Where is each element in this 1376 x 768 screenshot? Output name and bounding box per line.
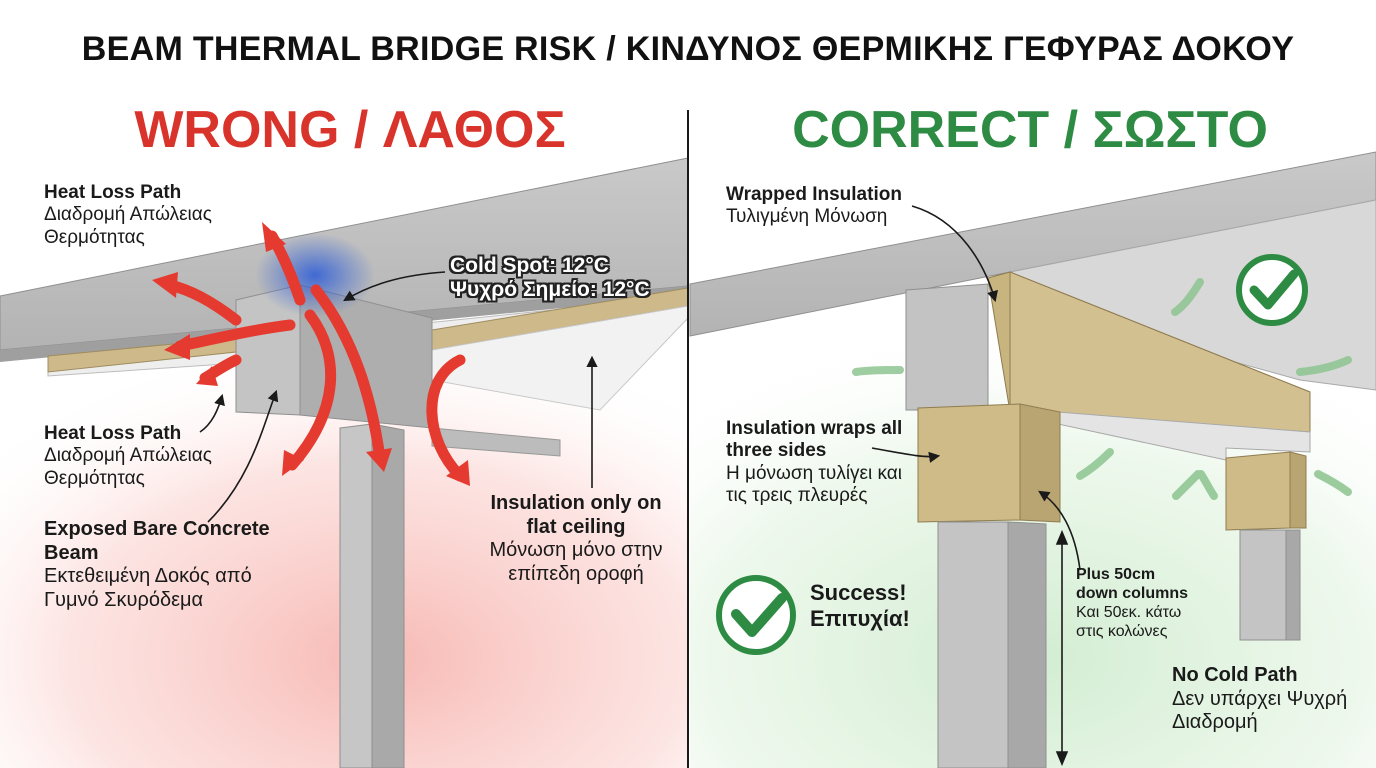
no-cold-path-el: Δεν υπάρχει Ψυχρή Διαδρομή	[1172, 687, 1348, 734]
heat-loss-top-en: Heat Loss Path	[44, 182, 182, 203]
three-sides-label: Insulation wraps all three sides Η μόνωσ…	[726, 418, 916, 508]
columns-label: Plus 50cm down columns Και 50εκ. κάτω στ…	[1076, 566, 1196, 642]
far-column	[1239, 529, 1287, 641]
cold-spot-label: Cold Spot: 12°C Ψυχρό Σημείο: 12°C	[450, 254, 665, 302]
column	[937, 521, 1009, 768]
column-side	[1007, 521, 1047, 768]
upper-column	[905, 283, 989, 411]
heat-loss-bottom-en: Heat Loss Path	[44, 423, 182, 444]
no-cold-path-en: No Cold Path	[1172, 664, 1298, 686]
heat-loss-top-label: Heat Loss Path Διαδρομή Απώλειας Θερμότη…	[44, 182, 264, 249]
far-column-side	[1285, 529, 1301, 641]
wrapped-insulation-en: Wrapped Insulation	[726, 184, 902, 205]
correct-panel	[689, 151, 1376, 768]
column-side	[371, 423, 405, 768]
check-circle-icon	[1236, 254, 1308, 326]
page-title: BEAM THERMAL BRIDGE RISK / ΚΙΝΔΥΝΟΣ ΘΕΡΜ…	[81, 30, 1295, 68]
cold-spot-el: Ψυχρό Σημείο: 12°C	[450, 278, 650, 302]
wrapped-insulation-el: Τυλιγμένη Μόνωση	[726, 206, 888, 228]
column	[339, 423, 373, 768]
success-en: Success!	[810, 580, 907, 605]
success-check-icon	[716, 575, 796, 655]
flat-ceiling-label: Insulation only on flat ceiling Μόνωση μ…	[480, 492, 672, 586]
exposed-beam-label: Exposed Bare Concrete Beam Εκτεθειμένη Δ…	[44, 518, 294, 612]
flat-ceiling-en: Insulation only on flat ceiling	[490, 492, 662, 538]
columns-en: Plus 50cm down columns	[1076, 566, 1188, 602]
exposed-beam-el: Εκτεθειμένη Δοκός από Γυμνό Σκυρόδεμα	[44, 565, 252, 611]
leader-lines	[871, 205, 1081, 571]
success-label: Success! Επιτυχία!	[810, 580, 930, 632]
far-insulation-side	[1289, 451, 1307, 529]
wrong-panel	[0, 157, 689, 768]
exposed-beam-en: Exposed Bare Concrete Beam	[44, 518, 270, 564]
warm-arrows	[852, 278, 1352, 500]
far-insulation-block	[1225, 451, 1291, 531]
heat-loss-bottom-label: Heat Loss Path Διαδρομή Απώλειας Θερμότη…	[44, 423, 254, 490]
success-el: Επιτυχία!	[810, 605, 910, 631]
heat-arrowheads	[152, 222, 470, 486]
three-sides-el: Η μόνωση τυλίγει και τις τρεις πλευρές	[726, 462, 902, 507]
flat-ceiling-el: Μόνωση μόνο στην επίπεδη οροφή	[489, 539, 663, 585]
wrong-heading: WRONG / ΛΑΘΟΣ	[134, 101, 566, 159]
heat-loss-top-el: Διαδρομή Απώλειας Θερμότητας	[44, 204, 212, 248]
insulation-block	[917, 403, 1021, 523]
wrapped-insulation-label: Wrapped Insulation Τυλιγμένη Μόνωση	[726, 184, 926, 229]
correct-heading: CORRECT / ΣΩΣΤΟ	[792, 101, 1268, 159]
height-dimension	[1055, 529, 1069, 767]
heat-loss-bottom-el: Διαδρομή Απώλειας Θερμότητας	[44, 445, 212, 489]
cold-spot-en: Cold Spot: 12°C	[450, 254, 609, 277]
no-cold-path-label: No Cold Path Δεν υπάρχει Ψυχρή Διαδρομή	[1172, 664, 1352, 735]
leader-lines	[199, 271, 598, 523]
three-sides-en: Insulation wraps all three sides	[726, 418, 903, 462]
columns-el: Και 50εκ. κάτω στις κολώνες	[1076, 603, 1182, 640]
